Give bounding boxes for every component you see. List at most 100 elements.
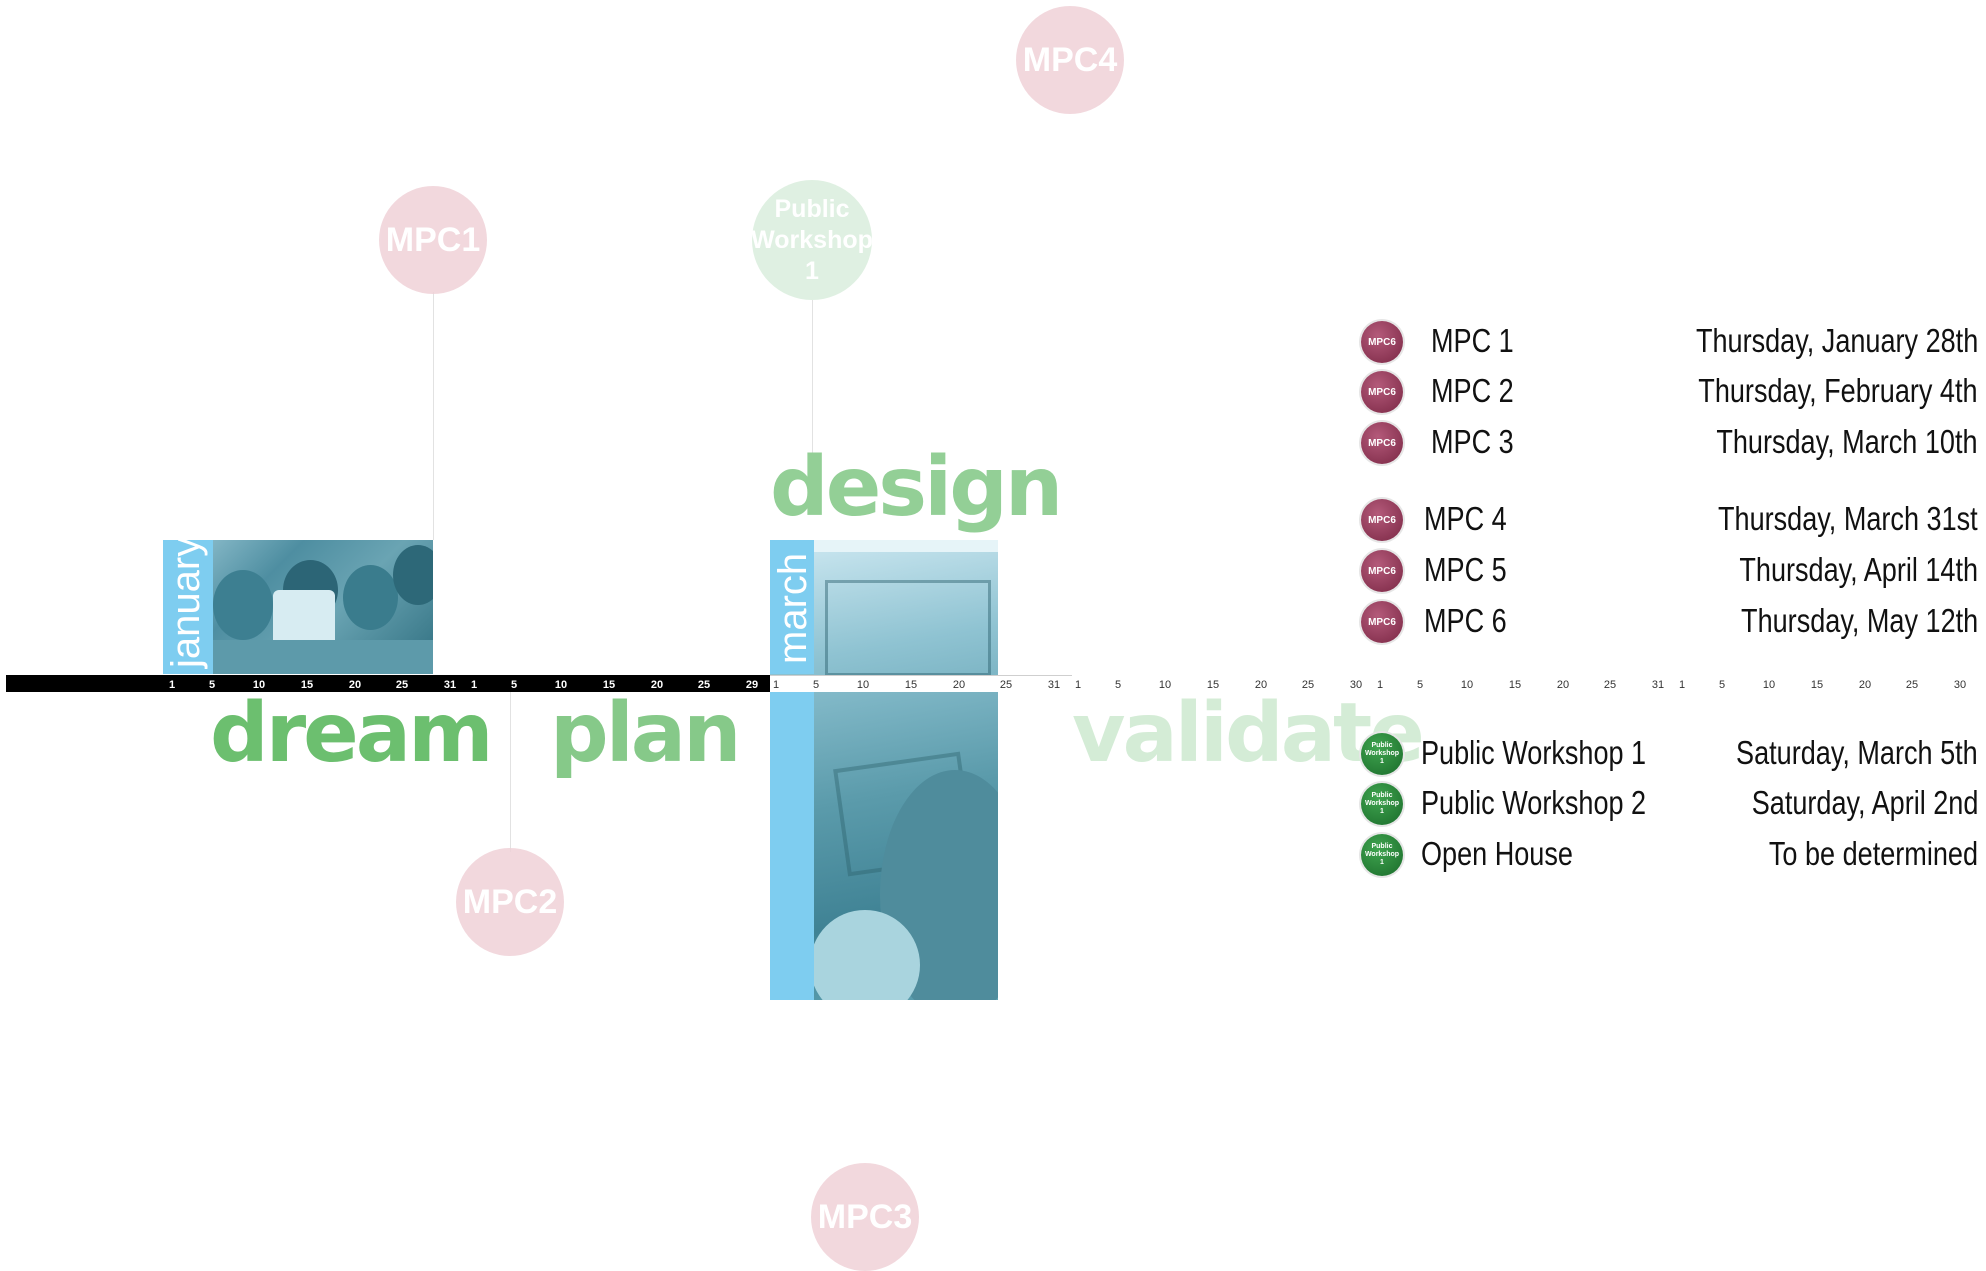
legend-event-name: MPC 3 — [1431, 423, 1514, 460]
timeline-tick: 10 — [856, 679, 870, 691]
legend-event-date: Thursday, February 4th — [1698, 372, 1978, 409]
legend-event-date: Saturday, April 2nd — [1751, 784, 1978, 821]
timeline-tick: 25 — [1905, 679, 1919, 691]
timeline-tick: 1 — [1074, 679, 1082, 691]
timeline-tick: 5 — [1114, 679, 1122, 691]
timeline-tick: 10 — [252, 679, 266, 691]
timeline-tick: 29 — [745, 679, 759, 691]
legend-event-name: Open House — [1421, 835, 1573, 872]
legend-event-name: MPC 6 — [1424, 602, 1507, 639]
photo-figure — [343, 565, 398, 630]
mpc1-circle-label: MPC1 — [385, 220, 481, 259]
timeline-tick: 20 — [952, 679, 966, 691]
timeline-tick: 15 — [1206, 679, 1220, 691]
timeline-tick: 5 — [1416, 679, 1424, 691]
timeline-tick: 20 — [1858, 679, 1872, 691]
workshop-badge-label: Public — [1371, 843, 1393, 850]
timeline-tick: 5 — [1718, 679, 1726, 691]
legend-event-date: Thursday, May 12th — [1740, 602, 1978, 639]
timeline-tick: 1 — [1678, 679, 1686, 691]
mpc-badge-icon: MPC6 — [1361, 601, 1403, 643]
march-band-lower — [770, 692, 814, 1000]
legend-event-date: Thursday, January 28th — [1695, 322, 1978, 359]
march-label: march — [771, 552, 815, 664]
legend-event-date: Thursday, April 14th — [1739, 551, 1978, 588]
workshop-badge-label: 1 — [1380, 758, 1384, 765]
phase-dream: dream — [210, 686, 494, 781]
mpc1-circle: MPC1 — [379, 186, 487, 294]
timeline-tick: 20 — [650, 679, 664, 691]
legend-event-date: Saturday, March 5th — [1736, 734, 1978, 771]
legend-event-name: Public Workshop 2 — [1421, 784, 1647, 821]
timeline-tick: 15 — [1508, 679, 1522, 691]
timeline-tick: 25 — [1301, 679, 1315, 691]
mpc3-circle-label: MPC3 — [817, 1197, 913, 1236]
timeline-tick: 30 — [1953, 679, 1967, 691]
legend-event-name: MPC 1 — [1431, 322, 1514, 359]
legend-event-date: To be determined — [1768, 835, 1978, 872]
phase-design: design — [770, 440, 1063, 535]
timeline-tick: 25 — [999, 679, 1013, 691]
timeline-tick: 15 — [904, 679, 918, 691]
mpc4-circle: MPC4 — [1016, 6, 1124, 114]
timeline-tick: 10 — [1460, 679, 1474, 691]
timeline-tick: 10 — [1762, 679, 1776, 691]
timeline-tick: 20 — [348, 679, 362, 691]
photo-paper — [812, 540, 998, 552]
workshop-badge-label: 1 — [1380, 859, 1384, 866]
pw1-circle-line-3: 1 — [805, 256, 819, 285]
mpc-badge-icon: MPC6 — [1361, 550, 1403, 592]
timeline-tick: 5 — [510, 679, 518, 691]
timeline-tick: 31 — [1047, 679, 1061, 691]
timeline-tick: 1 — [1376, 679, 1384, 691]
timeline-tick: 20 — [1254, 679, 1268, 691]
timeline-tick: 20 — [1556, 679, 1570, 691]
timeline-tick: 25 — [395, 679, 409, 691]
photo-figure — [393, 545, 433, 605]
january-band — [163, 540, 213, 674]
mpc-badge-icon: MPC6 — [1361, 321, 1403, 363]
legend-event-name: Public Workshop 1 — [1421, 734, 1647, 771]
mpc2-circle-label: MPC2 — [462, 882, 558, 921]
timeline-tick: 10 — [554, 679, 568, 691]
workshop-badge-label: Workshop — [1364, 750, 1400, 757]
workshop-badge-label: Workshop — [1364, 800, 1400, 807]
timeline-tick: 25 — [1603, 679, 1617, 691]
timeline-tick: 31 — [1651, 679, 1665, 691]
march-band — [770, 540, 814, 674]
mpc2-circle: MPC2 — [456, 848, 564, 956]
timeline-tick: 1 — [168, 679, 176, 691]
timeline-bar-future — [770, 675, 1072, 692]
legend-event-date: Thursday, March 31st — [1718, 500, 1978, 537]
mpc-badge-icon: MPC6 — [1361, 422, 1403, 464]
legend-event-name: MPC 4 — [1424, 500, 1507, 537]
photo-figure — [213, 570, 273, 640]
timeline-tick: 15 — [602, 679, 616, 691]
public-workshop-1-circle: Public Workshop 1 — [751, 180, 873, 300]
legend-event-name: MPC 5 — [1424, 551, 1507, 588]
mpc1-connector-line — [433, 292, 434, 540]
photo-sleeve — [810, 910, 920, 1000]
timeline-tick: 5 — [812, 679, 820, 691]
pw1-connector-line — [812, 300, 813, 460]
timeline-tick: 15 — [1810, 679, 1824, 691]
timeline-tick: 30 — [1349, 679, 1363, 691]
workshop-badge-label: Public — [1371, 742, 1393, 749]
photo-sketch — [825, 580, 991, 676]
legend-event-date: Thursday, March 10th — [1716, 423, 1978, 460]
photo-ground — [203, 640, 433, 674]
phase-plan: plan — [550, 686, 742, 781]
mpc4-circle-label: MPC4 — [1022, 40, 1118, 79]
timeline-tick: 10 — [1158, 679, 1172, 691]
january-label: january — [164, 536, 208, 668]
workshop-badge-label: Workshop — [1364, 851, 1400, 858]
workshop-badge-label: 1 — [1380, 808, 1384, 815]
timeline-tick: 1 — [772, 679, 780, 691]
january-photo — [163, 540, 433, 674]
mpc-badge-icon: MPC6 — [1361, 371, 1403, 413]
mpc-badge-icon: MPC6 — [1361, 499, 1403, 541]
pw1-circle-line-2: Workshop — [751, 225, 873, 254]
